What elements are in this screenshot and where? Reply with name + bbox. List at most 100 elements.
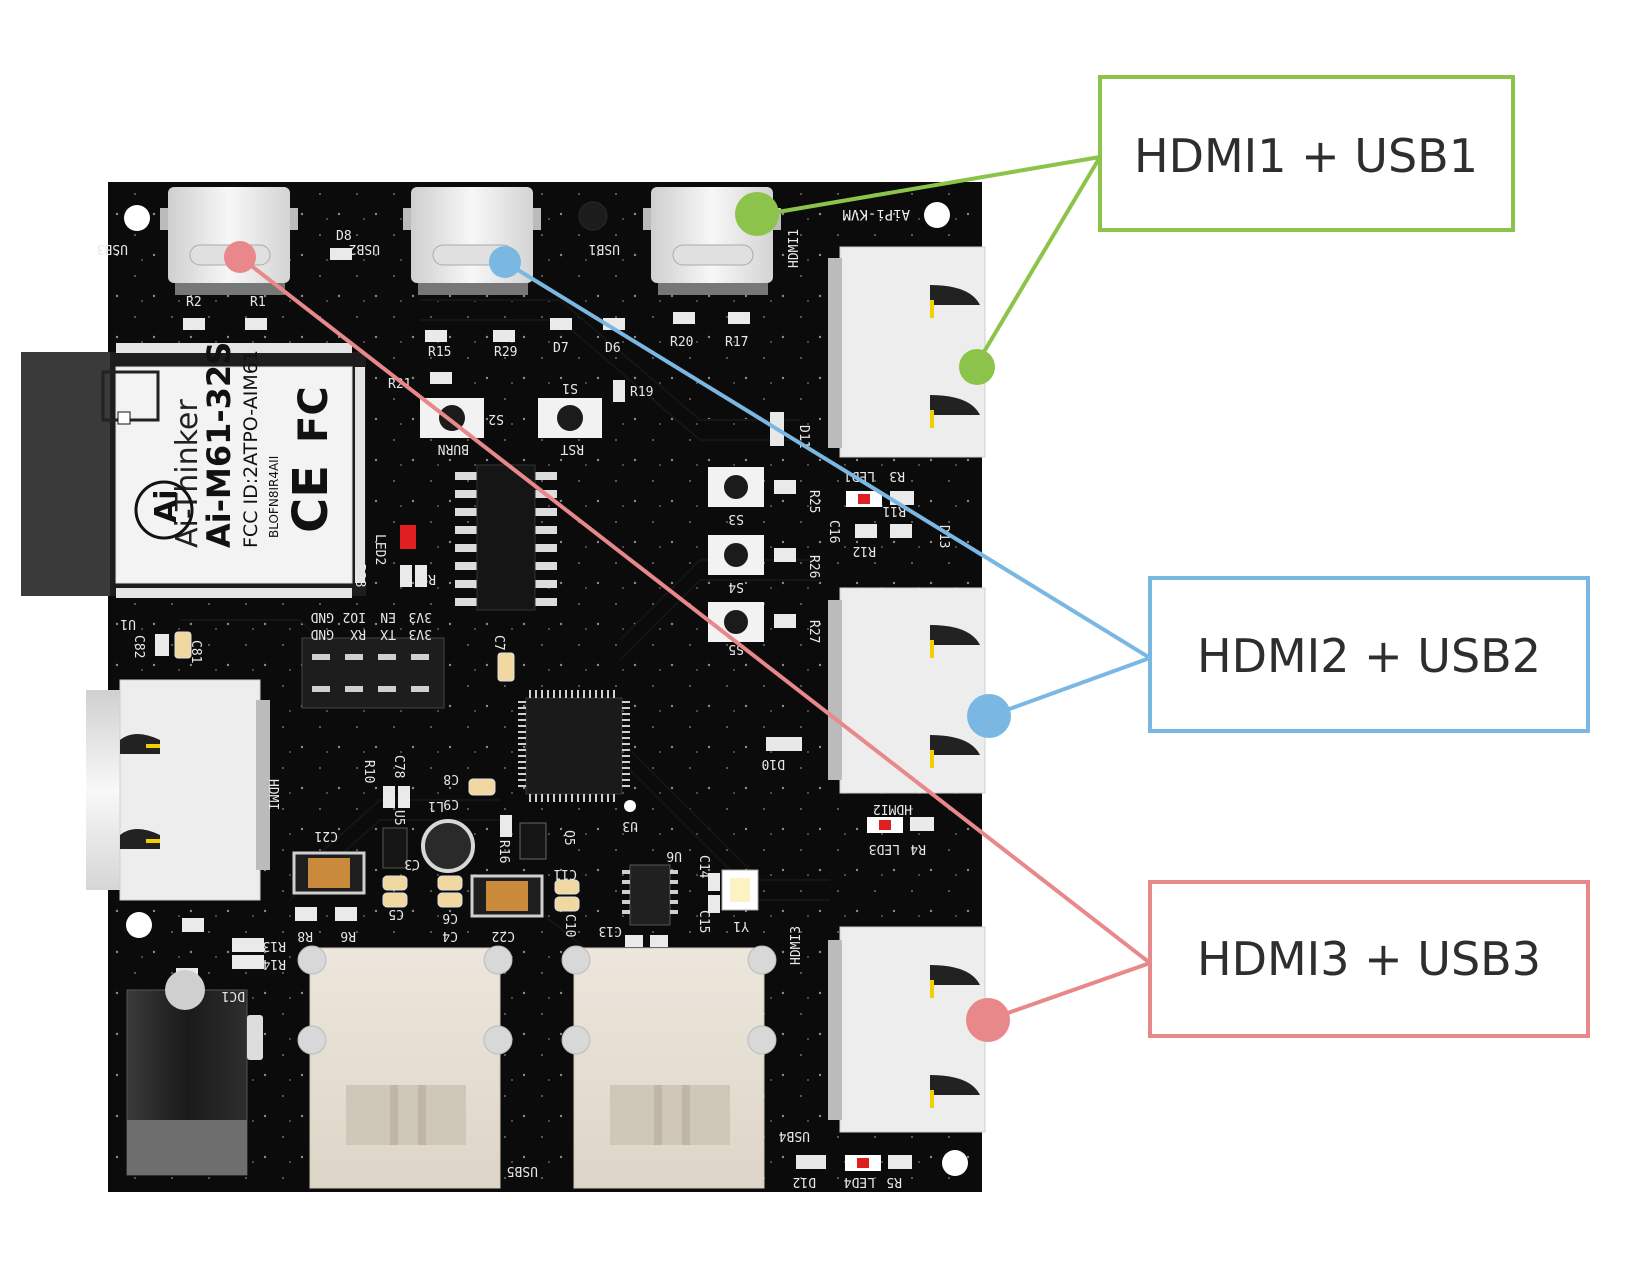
callout-line-green-2 [973,155,1102,369]
svg-text:C9: C9 [443,796,459,811]
svg-text:LED1: LED1 [844,468,875,483]
callout-line-blue [503,260,1152,660]
svg-text:R4: R4 [910,841,926,856]
usb4-label: USB4 [779,1128,810,1143]
button-s3[interactable]: S3 [708,467,764,526]
hdmi2-label: HDMI2 [873,801,912,816]
svg-text:LED4: LED4 [844,1174,875,1189]
svg-text:D7: D7 [553,341,569,356]
marker-dot-icon [489,246,521,278]
hdmi-port-hdmi2: HDMI2 [828,587,986,816]
svg-text:U1: U1 [120,616,136,631]
rst-label: RST [560,441,584,456]
dc-label: DC1 [222,988,245,1003]
marker-dot-icon [959,349,995,385]
svg-text:R13: R13 [263,938,286,953]
svg-text:C78: C78 [391,755,406,778]
marker-dot-icon [224,241,256,273]
usb-a-port-usb5: USB5 [297,945,538,1189]
svg-text:C7: C7 [491,635,506,651]
wifi-module: Ai-Thinker Ai-M61-32S FCC ID:2ATPO-AIM61… [21,342,366,631]
module-serial: BLOFN8IR4AII [267,456,281,538]
svg-text:R6: R6 [340,928,356,943]
svg-text:IO2: IO2 [343,609,366,624]
svg-text:C11: C11 [554,866,577,881]
hdmi-port-hdmi1: HDMI1 [787,229,986,458]
callout-label: HDMI2 + USB2 [1197,629,1541,683]
svg-text:R25: R25 [806,490,821,513]
svg-text:R26: R26 [806,555,821,578]
svg-text:U6: U6 [666,848,682,863]
svg-text:R12: R12 [853,543,876,558]
svg-text:R3: R3 [889,468,905,483]
dc-jack: DC1 [126,970,263,1176]
callout-label: HDMI1 + USB1 [1134,129,1478,183]
svg-text:R29: R29 [494,345,517,360]
ic-u3-qfp: U3 [518,690,638,833]
ic-usb-hub: U6 [622,848,682,926]
hdmi-in-label: HDMI [265,779,280,810]
usb2-label: USB2 [349,241,380,256]
callout-line-green [759,155,1101,217]
svg-text:S4: S4 [728,579,744,594]
buzzer-icon [578,201,608,231]
callout-lines [238,155,1152,1022]
svg-text:LED3: LED3 [869,841,900,856]
callout-hdmi3-usb3: HDMI3 + USB3 [1148,880,1590,1038]
svg-text:RX: RX [350,626,366,641]
top-passives [183,248,750,402]
svg-text:Y1: Y1 [733,918,749,933]
svg-text:R5: R5 [886,1174,902,1189]
svg-text:U5: U5 [391,810,406,826]
svg-text:L1: L1 [428,798,444,813]
marker-dot-icon [967,694,1011,738]
svg-text:R2: R2 [186,295,202,310]
svg-text:R20: R20 [670,335,693,350]
usb1-label: USB1 [589,241,620,256]
hdmi-input-port: HDMI [86,679,280,901]
svg-text:R10: R10 [361,760,376,783]
svg-text:3V3: 3V3 [409,609,432,624]
hdmi-port-hdmi3: HDMI3 USB4 [779,926,986,1143]
callout-line-red-2 [987,961,1151,1022]
passives-center: LED2 R28 R9 C7 C82 C81 D10 D11 R25 R26 R… [131,412,951,1189]
ic-u6-sop [455,464,557,611]
callout-hdmi1-usb1: HDMI1 + USB1 [1098,75,1515,232]
svg-text:R28: R28 [352,564,367,587]
pin-header: 3V3 TX RX GND 3V3 EN IO2 GND [301,609,445,709]
svg-text:R19: R19 [630,385,653,400]
module-shield [115,366,353,584]
ai-logo-icon [134,480,194,540]
svg-text:R16: R16 [496,840,511,863]
svg-text:D10: D10 [762,756,785,771]
svg-text:S1: S1 [562,380,578,395]
svg-text:R1: R1 [250,295,266,310]
callout-line-blue-2 [989,656,1151,718]
svg-text:C13: C13 [599,923,622,938]
button-rst[interactable]: RST S1 [538,380,602,456]
svg-text:C82: C82 [131,635,146,658]
power-section: C21 C22 L1 Q5 U5 R10 C78 C8 C9 R16 C3 [176,755,720,980]
svg-text:LED2: LED2 [372,534,387,565]
ai-logo-text: Ai [149,489,184,523]
callout-dots [224,192,1011,1042]
svg-text:C3: C3 [404,856,420,871]
svg-text:Q5: Q5 [561,830,576,846]
svg-text:D8: D8 [336,229,352,244]
button-s5[interactable]: S5 [708,602,764,656]
button-burn[interactable]: BURN S2 [420,398,504,456]
svg-text:C10: C10 [562,914,577,937]
module-fcc: FCC ID:2ATPO-AIM61 [240,350,262,548]
svg-text:GND: GND [310,609,334,624]
svg-text:GND: GND [310,626,334,641]
svg-text:C81: C81 [188,640,203,663]
svg-text:C15: C15 [696,910,711,933]
callout-line-red [238,255,1152,965]
svg-text:EN: EN [380,609,396,624]
button-s4[interactable]: S4 [708,535,764,594]
fc-mark: FC [291,386,337,443]
svg-text:C5: C5 [388,906,404,921]
ce-mark: CE [283,465,339,533]
marker-dot-icon [735,192,779,236]
